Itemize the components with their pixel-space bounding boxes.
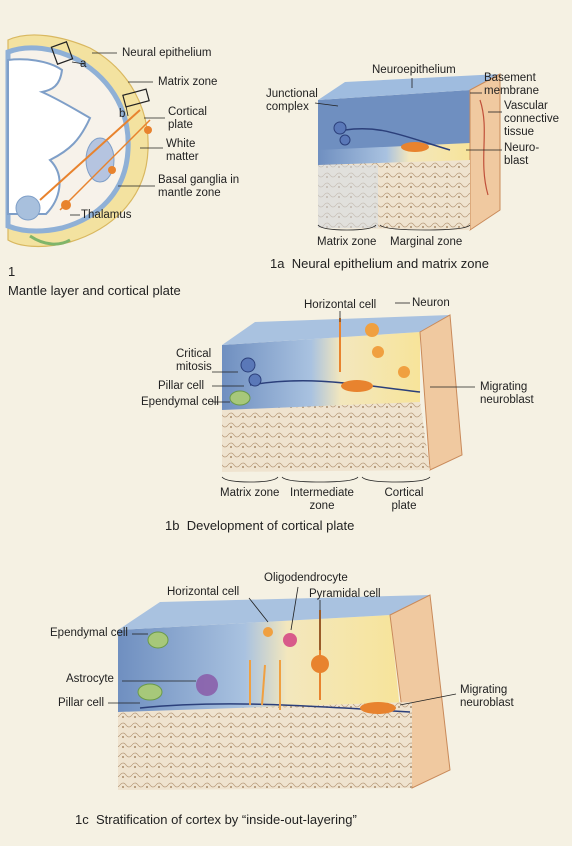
label-1c-ependymal-cell: Ependymal cell: [50, 627, 128, 639]
figure-number-1: 1: [8, 264, 16, 279]
fig1c-leader-lines: [108, 586, 457, 706]
label-critical-mitosis: Critical mitosis: [176, 348, 212, 373]
label-neuroblast: Neuro- blast: [504, 142, 540, 167]
caption-fig1b: 1b Development of cortical plate: [165, 518, 354, 534]
caption-fig1c-text: Stratification of cortex by “inside-out-…: [95, 812, 357, 827]
label-white-matter: White matter: [166, 138, 199, 163]
label-1b-horizontal-cell: Horizontal cell: [304, 299, 377, 311]
caption-fig1c: 1c Stratification of cortex by “inside-o…: [75, 812, 357, 828]
label-marginal-zone: Marginal zone: [390, 236, 463, 248]
figure-number-1b: 1b: [165, 518, 180, 533]
marker-b: b: [119, 108, 126, 120]
label-basal-ganglia: Basal ganglia in mantle zone: [158, 174, 240, 199]
caption-fig1a-text: Neural epithelium and matrix zone: [291, 256, 489, 271]
label-1b-cortical-plate: Cortical plate: [384, 487, 424, 512]
caption-fig1: Mantle layer and cortical plate: [8, 283, 181, 298]
caption-fig1b-text: Development of cortical plate: [186, 518, 355, 533]
label-cortical-plate: Cortical plate: [168, 106, 207, 131]
label-junctional-complex: Junctional complex: [266, 88, 318, 113]
label-thalamus: Thalamus: [81, 209, 132, 221]
label-matrix-zone: Matrix zone: [158, 76, 218, 88]
label-1b-ependymal-cell: Ependymal cell: [141, 396, 219, 408]
fig1a-leader-lines: [314, 78, 502, 231]
label-1c-migrating-neuroblast: Migrating neuroblast: [460, 684, 514, 709]
brain-section-drawing: [5, 34, 152, 248]
block-1c-drawing: [118, 594, 451, 790]
label-neural-epithelium: Neural epithelium: [122, 47, 212, 59]
label-vascular-tissue: Vascular connective tissue: [504, 100, 559, 138]
caption-fig1a: 1a Neural epithelium and matrix zone: [270, 256, 489, 272]
label-astrocyte: Astrocyte: [66, 673, 114, 685]
fig1b-leader-lines: [212, 302, 475, 483]
label-1b-matrix-zone: Matrix zone: [220, 487, 280, 499]
marker-a: a: [80, 58, 87, 70]
label-neuroepithelium: Neuroepithelium: [372, 64, 456, 76]
label-1a-matrix-zone: Matrix zone: [317, 236, 377, 248]
block-1a-drawing: [318, 73, 501, 231]
label-neuron: Neuron: [412, 297, 450, 309]
label-basement-membrane: Basement membrane: [484, 72, 539, 97]
label-1c-pillar-cell: Pillar cell: [58, 697, 105, 709]
label-pyramidal-cell: Pyramidal cell: [309, 588, 381, 600]
fig1-leader-lines: [70, 52, 165, 216]
label-1b-pillar-cell: Pillar cell: [158, 380, 205, 392]
figure-number-1c: 1c: [75, 812, 89, 827]
label-1b-migrating-neuroblast: Migrating neuroblast: [480, 381, 534, 406]
label-1c-horizontal-cell: Horizontal cell: [167, 586, 240, 598]
label-oligodendrocyte: Oligodendrocyte: [264, 572, 348, 584]
figure-number-1a: 1a: [270, 256, 285, 271]
label-intermediate-zone: Intermediate zone: [290, 487, 354, 512]
block-1b-drawing: [222, 314, 463, 472]
